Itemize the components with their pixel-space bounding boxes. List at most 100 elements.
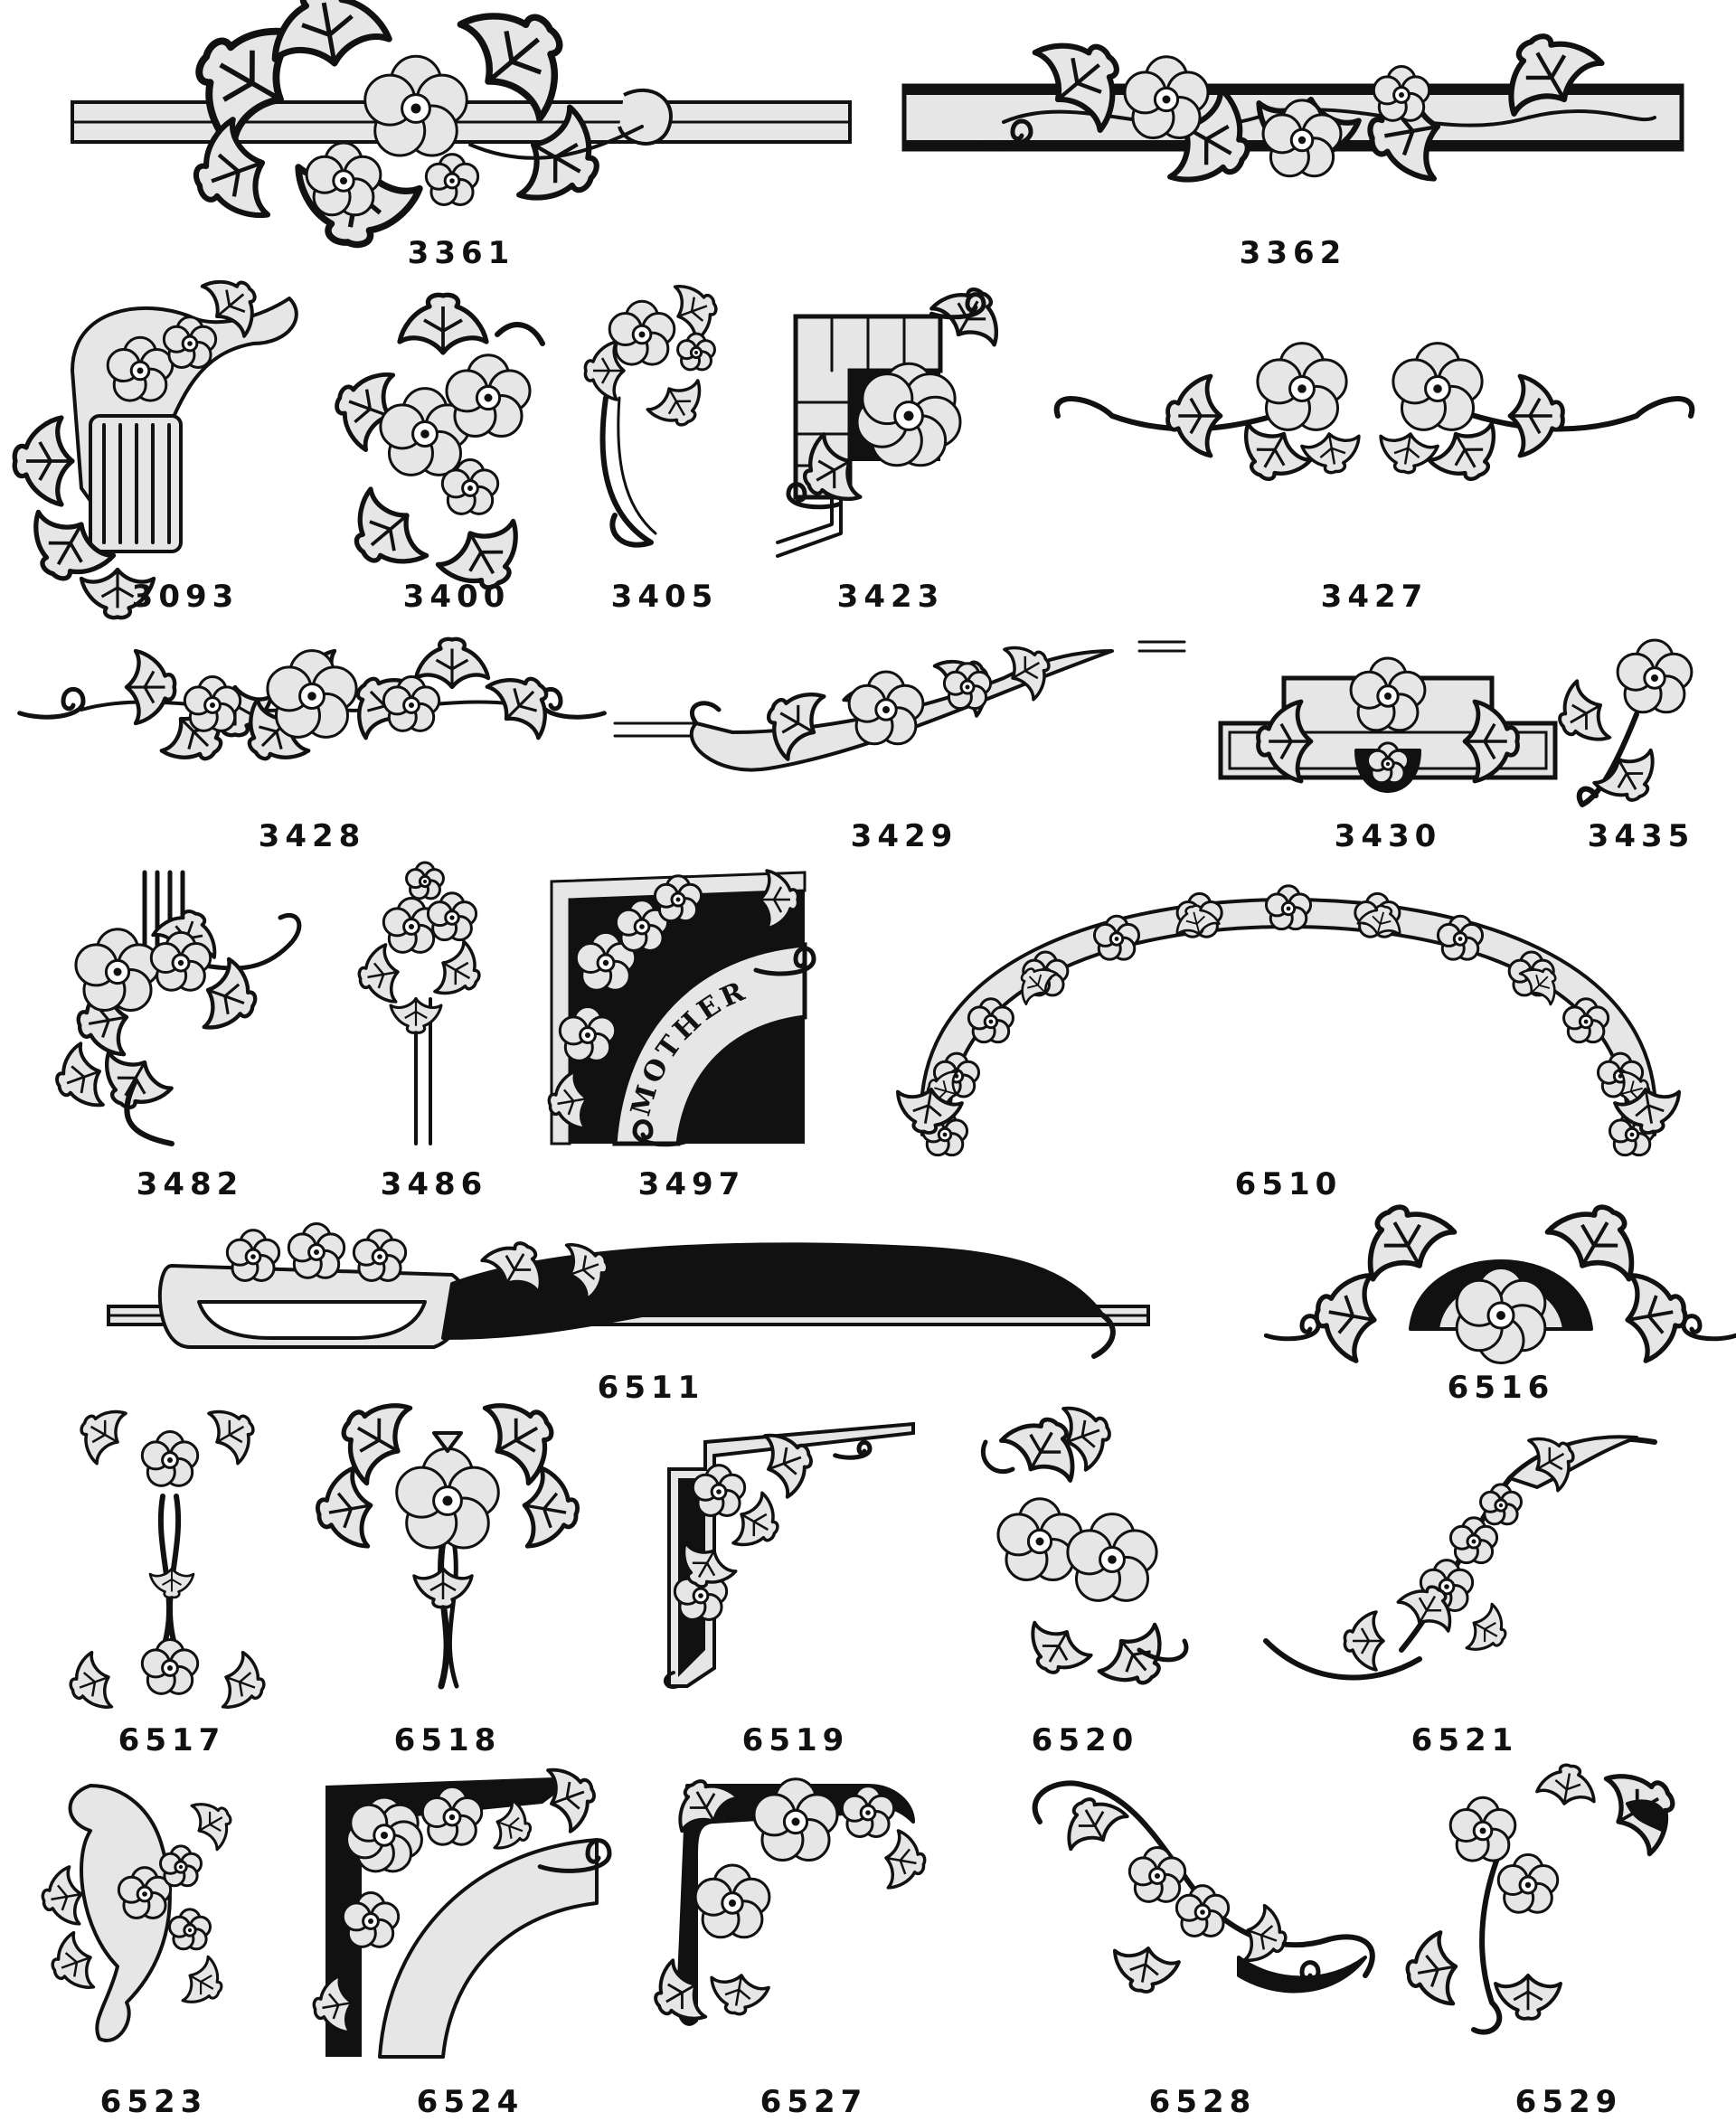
leaf-icon — [124, 648, 177, 726]
leaf-icon — [1031, 1620, 1093, 1674]
ornament-3435: 3435 — [1558, 615, 1718, 854]
leaf-icon — [1242, 1903, 1288, 1962]
leaf-icon — [354, 486, 429, 564]
leaf-icon — [1032, 42, 1119, 133]
flower-icon — [1261, 99, 1343, 178]
leaf-icon — [312, 1974, 354, 2034]
flower-icon — [287, 1222, 346, 1279]
item-code: 3361 — [407, 235, 515, 271]
ornament-6527: 6527 — [654, 1758, 967, 2120]
leaf-icon — [1003, 646, 1051, 702]
item-code: 3497 — [637, 1166, 746, 1202]
flower-icon — [440, 458, 500, 515]
leaf-icon — [1165, 373, 1223, 458]
scroll-corner-icon — [312, 1768, 612, 2059]
flower-icon — [1392, 342, 1484, 431]
ornament-6524: 6524 — [312, 1758, 624, 2120]
leaf-icon — [1613, 1088, 1681, 1135]
floral-fan-icon — [1263, 1204, 1736, 1364]
flower-icon — [847, 670, 925, 746]
leaf-icon — [433, 939, 481, 995]
flower-icon — [445, 354, 532, 438]
flower-icon — [395, 1447, 500, 1550]
leaf-icon — [766, 693, 826, 761]
leaf-icon — [207, 1409, 255, 1466]
item-code: 3093 — [131, 579, 240, 615]
flower-icon — [1478, 1483, 1524, 1526]
flower-icon — [1092, 914, 1141, 961]
leaf-icon — [1527, 1437, 1575, 1493]
leaf-icon — [1544, 1204, 1635, 1282]
flower-icon — [158, 1844, 203, 1888]
leaf-icon — [516, 104, 599, 201]
item-code: 6528 — [1148, 2084, 1257, 2120]
ornament-6511: 6511 — [99, 1202, 1203, 1406]
floral-band-icon — [901, 33, 1684, 183]
ornament-3361: 3361 — [63, 0, 859, 271]
item-code: 3427 — [1320, 579, 1429, 615]
ornament-3423: 3423 — [769, 271, 1013, 615]
leaf-icon — [758, 869, 800, 930]
leaf-icon — [341, 1403, 413, 1486]
leaf-icon — [678, 1779, 741, 1833]
leaf-icon — [1067, 1797, 1129, 1852]
item-code: 3362 — [1239, 235, 1347, 271]
item-code: 6529 — [1514, 2084, 1623, 2120]
flower-icon — [426, 891, 478, 942]
ornament-3482: 3482 — [54, 854, 326, 1202]
flower-icon — [167, 1908, 212, 1951]
leaf-icon — [1535, 1763, 1596, 1805]
leaf-icon — [1244, 421, 1313, 482]
flower-pair-icon — [1053, 342, 1695, 482]
frame-corner-flower-icon — [776, 287, 998, 558]
flower-icon — [162, 316, 218, 369]
leaf-icon — [181, 1955, 223, 2003]
leaf-icon — [884, 1829, 927, 1890]
leaf-icon — [80, 1409, 127, 1466]
leaf-icon — [1343, 1610, 1385, 1672]
floral-plaque-icon — [1218, 656, 1558, 793]
flower-icon — [405, 861, 445, 900]
leaf-icon — [193, 117, 271, 219]
flower-icon — [74, 928, 161, 1013]
diagonal-floral-spray-icon — [1263, 1435, 1657, 1681]
flower-icon — [424, 153, 480, 206]
item-code: 6510 — [1234, 1166, 1343, 1202]
leaf-icon — [646, 379, 702, 427]
flower-icon — [558, 1005, 618, 1062]
floral-swoosh-icon — [613, 640, 1186, 772]
leaf-icon — [564, 1243, 609, 1302]
item-code: 3486 — [380, 1166, 488, 1202]
leaf-icon — [1097, 1622, 1162, 1685]
leaf-icon — [522, 1466, 580, 1549]
floral-bar-knot-icon — [71, 0, 852, 249]
flower-icon — [345, 1796, 423, 1873]
mother-scroll-corner-icon: MOTHER — [547, 869, 816, 1147]
item-code: 6523 — [99, 2084, 208, 2120]
flower-icon — [382, 897, 441, 954]
ornament-6518: 6518 — [307, 1403, 588, 1758]
flower-icon — [1562, 997, 1610, 1044]
item-code: 3482 — [136, 1166, 244, 1202]
leaf-icon — [547, 1070, 590, 1130]
item-code: 3400 — [402, 579, 511, 615]
flower-icon — [614, 899, 670, 952]
flower-icon — [967, 997, 1014, 1044]
flower-icon — [1066, 1513, 1158, 1602]
leaf-icon — [1592, 748, 1655, 802]
flower-icon — [676, 332, 716, 372]
leaf-icon — [1405, 1930, 1458, 2006]
leaf-icon — [1167, 86, 1250, 183]
leaf-icon — [493, 1798, 533, 1850]
leaf-icon — [1061, 1406, 1111, 1472]
leaf-icon — [1113, 1947, 1181, 1994]
item-code: 6511 — [597, 1370, 705, 1406]
flower-cluster-icon — [335, 292, 545, 590]
leaf-icon — [1558, 679, 1612, 741]
item-code: 3429 — [850, 818, 958, 854]
ornament-6517: 6517 — [69, 1406, 271, 1758]
flower-post-icon — [357, 861, 481, 1145]
flower-icon — [117, 1866, 173, 1919]
item-code: 3428 — [258, 818, 366, 854]
flower-icon — [140, 1638, 200, 1695]
